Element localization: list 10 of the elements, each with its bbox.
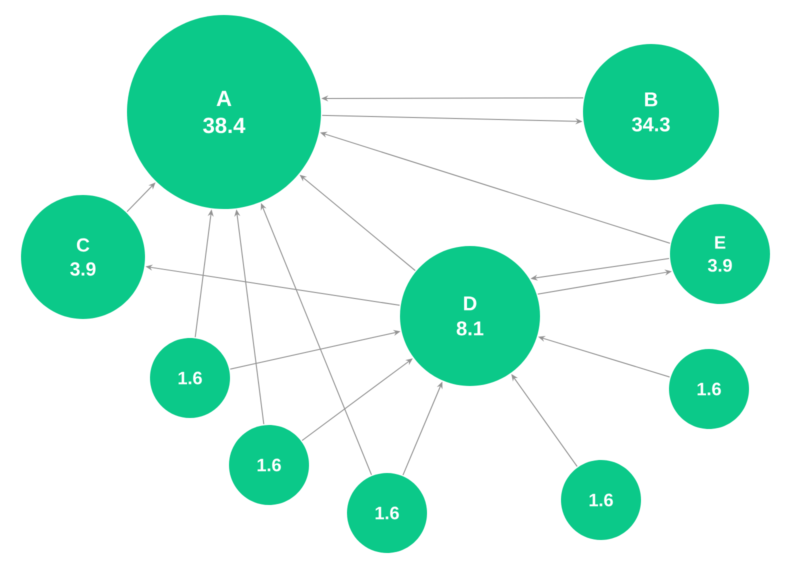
circle-node: 1.6 [229,425,309,505]
circle-node: E 3.9 [670,204,770,304]
circle-node: D 8.1 [400,246,540,386]
circle-node: B 34.3 [583,44,719,180]
circle-node: 1.6 [347,473,427,553]
circle-node: C 3.9 [21,195,145,319]
circle-node: A 38.4 [127,15,321,209]
circle-node: 1.6 [150,338,230,418]
circle-node: 1.6 [669,349,749,429]
circle-node: 1.6 [561,460,641,540]
